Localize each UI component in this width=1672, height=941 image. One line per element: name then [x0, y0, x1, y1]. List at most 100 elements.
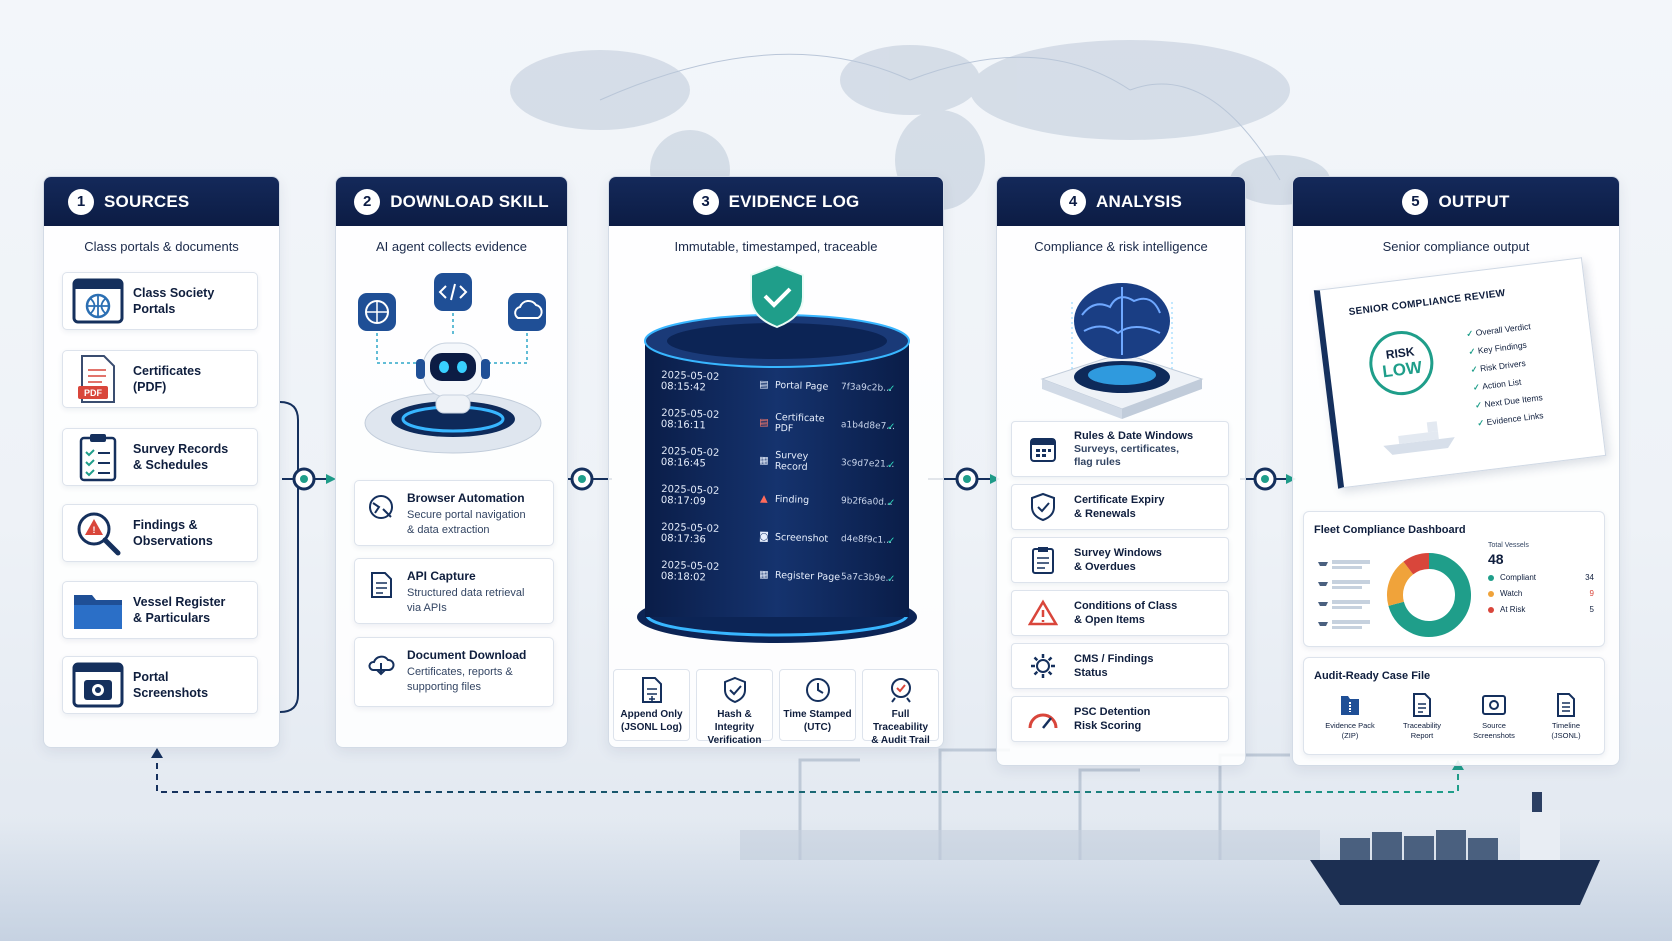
log-timestamp: 2025-05-02 08:16:45 [660, 445, 720, 470]
skill-card-document-download[interactable]: Document Download Certificates, reports … [354, 637, 554, 707]
log-timestamp: 2025-05-02 08:17:36 [660, 521, 720, 546]
log-name: Register Page [774, 569, 841, 583]
casefile-item-evidence-pack[interactable]: Evidence Pack(ZIP) [1318, 692, 1382, 741]
svg-text:PDF: PDF [84, 388, 103, 398]
panel-subtitle: Compliance & risk intelligence [1034, 239, 1208, 254]
log-hash: a1b4d8e7... [840, 420, 896, 433]
donut-slice-at-risk [1403, 553, 1430, 575]
source-label-line2: Portals [133, 302, 176, 316]
feature-label-line1: Time Stamped [783, 709, 852, 720]
casefile-title: Audit-Ready Case File [1314, 670, 1431, 682]
analysis-title: Conditions of Class [1074, 600, 1178, 612]
log-entry[interactable]: 2025-05-02 08:18:02 ▦ Register Page 5a7c… [661, 556, 898, 594]
warning-icon [1028, 599, 1058, 626]
casefile-item-timeline[interactable]: Timeline(JSONL) [1534, 692, 1598, 741]
panel-title: SOURCES [104, 191, 190, 211]
source-card-vessel-register[interactable]: Vessel Register& Particulars [62, 581, 258, 639]
senior-compliance-review-document[interactable]: SENIOR COMPLIANCE REVIEW RISK LOW ✓ Over… [1313, 257, 1607, 489]
panel-subtitle: AI agent collects evidence [375, 239, 528, 254]
skill-title: API Capture [407, 569, 476, 583]
donut-slice-watch [1387, 561, 1414, 606]
analysis-title-line2: & Open Items [1074, 614, 1145, 626]
warning-icon: ▲ [759, 492, 769, 505]
folder-icon [74, 595, 122, 629]
download-skill-panel: 2 DOWNLOAD SKILL AI agent collects evide… [335, 176, 568, 748]
log-name: Survey Record [774, 449, 809, 473]
feature-label-line2: (JSONL Log) [621, 722, 682, 733]
step-number: 5 [1402, 188, 1429, 215]
legend-swatch [1488, 606, 1494, 613]
cloud-download-icon [368, 655, 395, 676]
analysis-title-line2: & Renewals [1074, 508, 1136, 520]
ai-agent-robot-illustration [358, 273, 546, 454]
source-label-line1: Vessel Register [133, 595, 226, 609]
camera-icon [72, 662, 124, 708]
cargo-ship-image [1310, 792, 1600, 905]
legend-swatch [1488, 574, 1494, 581]
legend-swatch [1488, 590, 1494, 597]
review-item-label: Key Findings [1477, 339, 1528, 356]
panel-title: OUTPUT [1438, 191, 1510, 211]
feature-label-line2: (UTC) [803, 722, 832, 733]
analysis-title: CMS / Findings [1074, 653, 1154, 665]
total-vessels-label: Total Vessels [1488, 542, 1529, 549]
log-entry[interactable]: 2025-05-02 08:17:09 ▲ Finding 9b2f6a0d..… [661, 480, 898, 518]
pdf-icon: ▤ [759, 416, 769, 429]
legend-value: 5 [1589, 605, 1594, 614]
log-entry[interactable]: 2025-05-02 08:17:36 ◙ Screenshot d4e8f9c… [661, 518, 898, 556]
feature-label-line1: Append Only [620, 709, 683, 720]
audit-ready-case-file[interactable]: Audit-Ready Case File Evidence Pack(ZIP)… [1303, 657, 1605, 755]
analysis-title: Survey Windows [1074, 547, 1162, 559]
log-timestamp: 2025-05-02 08:18:02 [660, 559, 720, 584]
magnifier-warning-icon: ! [77, 512, 121, 556]
log-entry[interactable]: 2025-05-02 08:15:42 ▤ Portal Page 7f3a9c… [661, 366, 898, 404]
casefile-label-line2: (JSONL) [1551, 731, 1581, 740]
source-card-survey-records[interactable]: Survey Records& Schedules [62, 428, 258, 486]
gauge-icon [1028, 713, 1058, 729]
document-api-icon [371, 572, 392, 598]
log-entry[interactable]: 2025-05-02 08:16:11 ▤ Certificate PDF a1… [661, 404, 898, 442]
analysis-header: 4 ANALYSIS [997, 177, 1245, 226]
skill-desc-line2: via APIs [407, 602, 447, 614]
check-icon: ✓ [886, 459, 896, 471]
analysis-title-line2: Status [1074, 667, 1108, 679]
sources-header: 1 SOURCES [44, 177, 279, 226]
brain-hologram-illustration [1040, 283, 1204, 419]
log-timestamp: 2025-05-02 08:16:11 [660, 407, 720, 432]
page-icon: ▤ [759, 378, 769, 391]
camera-icon: ◙ [758, 530, 770, 543]
log-entry[interactable]: 2025-05-02 08:16:45 ▦ Survey Record 3c9d… [661, 442, 898, 480]
clipboard-icon [1032, 547, 1054, 574]
panel-subtitle: Senior compliance output [1382, 239, 1530, 254]
skill-card-browser-automation[interactable]: Browser Automation Secure portal navigat… [354, 480, 554, 546]
source-card-findings[interactable]: ! Findings &Observations [62, 504, 258, 562]
dashboard-title: Fleet Compliance Dashboard [1314, 524, 1466, 536]
analysis-card-certificate-expiry[interactable]: Certificate Expiry& Renewals [1011, 484, 1229, 530]
evidence-log-header: 3 EVIDENCE LOG [609, 177, 943, 226]
pdf-icon: PDF [78, 355, 115, 403]
source-label-line2: Screenshots [133, 686, 209, 700]
check-icon: ✓ [886, 383, 896, 395]
legend-label: At Risk [1500, 605, 1526, 614]
source-card-certificates[interactable]: PDF Certificates(PDF) [62, 350, 258, 408]
analysis-title: Rules & Date Windows [1074, 430, 1194, 442]
source-label-line1: Findings & [133, 518, 198, 532]
analysis-card-survey-windows[interactable]: Survey Windows& Overdues [1011, 537, 1229, 583]
analysis-desc-line2: flag rules [1074, 456, 1121, 468]
legend-value: 9 [1589, 589, 1594, 598]
evidence-log-panel: 3 EVIDENCE LOG Immutable, timestamped, t… [608, 176, 944, 748]
source-label-line1: Portal [133, 670, 169, 684]
analysis-title: PSC Detention [1074, 706, 1151, 718]
analysis-card-conditions-of-class[interactable]: Conditions of Class & Open Items [1011, 590, 1229, 636]
fleet-compliance-dashboard[interactable]: Fleet Compliance Dashboard Total Vessels… [1303, 511, 1605, 647]
